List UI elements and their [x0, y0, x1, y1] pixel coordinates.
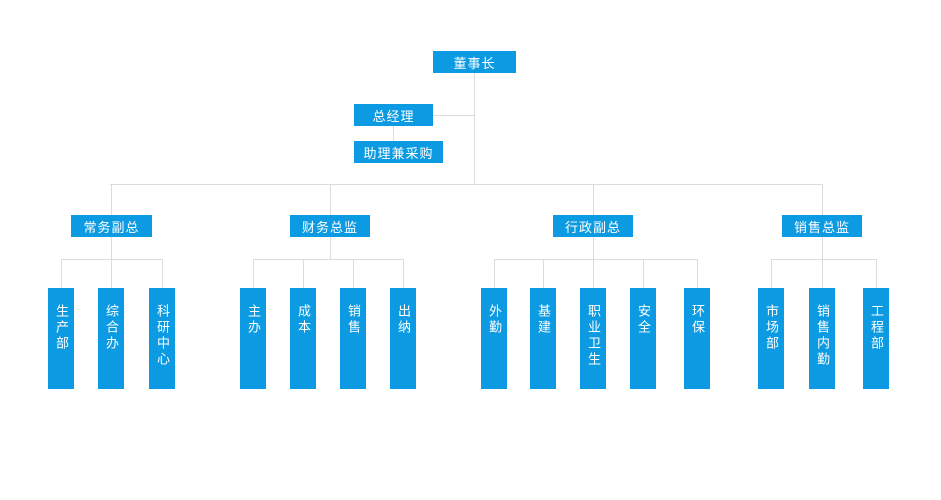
connector — [330, 184, 331, 215]
connector — [403, 259, 404, 288]
node-research-center: 科研中心 — [149, 288, 175, 389]
node-general-office: 综合办 — [98, 288, 124, 389]
connector — [111, 237, 112, 259]
connector — [593, 259, 594, 288]
node-admin-deputy: 行政副总 — [553, 215, 633, 237]
node-sales-director: 销售总监 — [782, 215, 862, 237]
connector — [593, 184, 594, 215]
node-label: 市场部 — [764, 304, 779, 352]
connector — [822, 184, 823, 215]
connector — [822, 237, 823, 259]
node-label: 主办 — [246, 304, 261, 336]
node-engineering-dept: 工程部 — [863, 288, 889, 389]
node-cashier: 出纳 — [390, 288, 416, 389]
connector — [494, 259, 697, 260]
node-chief-clerk: 主办 — [240, 288, 266, 389]
node-label: 出纳 — [396, 304, 411, 336]
connector — [303, 259, 304, 288]
node-environment: 环保 — [684, 288, 710, 389]
node-occupational-health: 职业卫生 — [580, 288, 606, 389]
connector — [697, 259, 698, 288]
node-sales: 销售 — [340, 288, 366, 389]
node-sales-support: 销售内勤 — [809, 288, 835, 389]
connector — [353, 259, 354, 288]
node-marketing-dept: 市场部 — [758, 288, 784, 389]
connector — [876, 259, 877, 288]
connector — [643, 259, 644, 288]
connector — [822, 259, 823, 288]
node-label: 环保 — [690, 304, 705, 336]
connector — [771, 259, 876, 260]
node-label: 外勤 — [487, 304, 502, 336]
connector — [494, 259, 495, 288]
node-infrastructure: 基建 — [530, 288, 556, 389]
connector — [593, 237, 594, 259]
node-label: 职业卫生 — [586, 304, 601, 368]
connector — [433, 115, 474, 116]
connector — [253, 259, 403, 260]
connector — [543, 259, 544, 288]
node-label: 科研中心 — [155, 304, 170, 368]
connector — [393, 126, 394, 141]
node-label: 成本 — [296, 304, 311, 336]
connector — [110, 184, 822, 185]
connector — [474, 73, 475, 184]
node-chairman: 董事长 — [433, 51, 516, 73]
node-general-manager: 总经理 — [354, 104, 433, 126]
connector — [253, 259, 254, 288]
node-label: 安全 — [636, 304, 651, 336]
connector — [330, 237, 331, 259]
node-safety: 安全 — [630, 288, 656, 389]
node-label: 销售内勤 — [815, 304, 830, 368]
node-cost: 成本 — [290, 288, 316, 389]
node-finance-director: 财务总监 — [290, 215, 370, 237]
node-label: 基建 — [536, 304, 551, 336]
node-label: 综合办 — [104, 304, 119, 352]
connector — [61, 259, 62, 288]
node-production-dept: 生产部 — [48, 288, 74, 389]
node-label: 工程部 — [869, 304, 884, 352]
node-label: 生产部 — [54, 304, 69, 352]
node-executive-deputy: 常务副总 — [71, 215, 152, 237]
connector — [111, 259, 112, 288]
node-field-work: 外勤 — [481, 288, 507, 389]
connector — [771, 259, 772, 288]
connector — [111, 184, 112, 215]
node-label: 销售 — [346, 304, 361, 336]
node-assistant-procurement: 助理兼采购 — [354, 141, 443, 163]
connector — [162, 259, 163, 288]
